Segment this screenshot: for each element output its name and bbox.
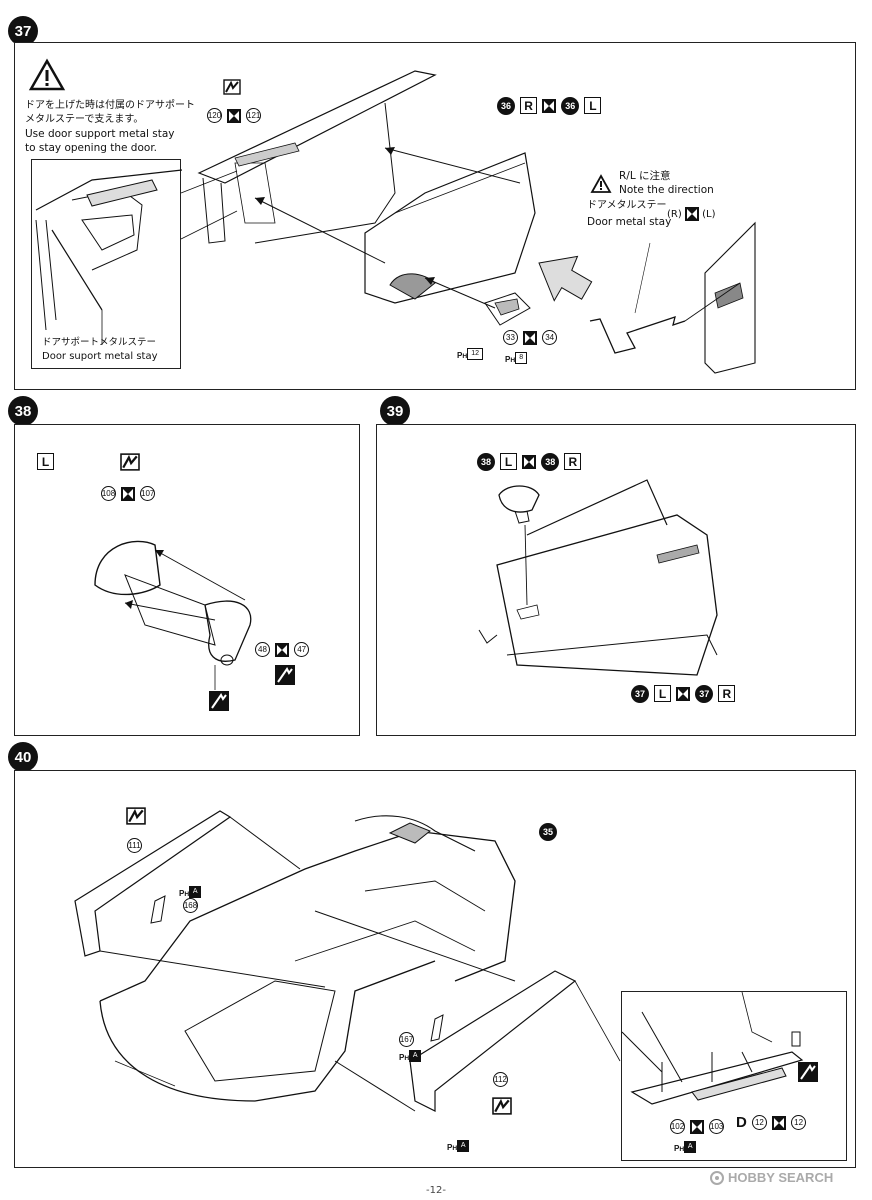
cement-icon <box>690 1119 705 1134</box>
inset-label-en: Door suport metal stay <box>42 351 158 362</box>
car-body-drawing <box>74 810 621 1112</box>
part-112: 112 <box>493 1069 508 1088</box>
part-111: 111 <box>127 835 142 854</box>
glue-icon <box>126 807 146 825</box>
parts-48-47: 48 47 <box>255 639 310 658</box>
step-37-panel: ドアを上げた時は付属のドアサポート メタルステーで支えます。 Use door … <box>14 42 856 390</box>
cement-icon <box>227 108 242 123</box>
glue-icon <box>120 453 140 471</box>
warning-icon <box>28 58 66 91</box>
watermark: HOBBY SEARCH <box>710 1170 833 1185</box>
part-167: 167 <box>399 1029 414 1048</box>
inset-skirt-drawing <box>621 991 804 1105</box>
parts-d-12-12: D 12 12 <box>736 1112 807 1131</box>
cement-icon <box>522 454 537 469</box>
part-168: 168 <box>183 895 198 914</box>
door-stay-inset: ドアサポートメタルステー Door suport metal stay <box>31 159 183 369</box>
cement-icon <box>772 1115 787 1130</box>
step-39-badge: 39 <box>380 396 410 426</box>
warning-icon <box>590 174 612 193</box>
parts-120-121: 120 121 <box>207 105 262 124</box>
door-drawing <box>197 70 756 374</box>
cement-icon <box>523 330 538 345</box>
cement-icon <box>684 207 699 221</box>
parts-33-34: 33 34 <box>503 327 558 346</box>
door-with-mirror-drawing <box>478 479 718 676</box>
step-38-badge: 38 <box>8 396 38 426</box>
mirror-drawing <box>94 540 252 690</box>
cement-icon <box>121 486 136 501</box>
warning-text-jp-2: メタルステーで支えます。 <box>25 114 144 125</box>
inset-door-drawing <box>35 169 183 345</box>
warning-text-en-2: to stay opening the door. <box>25 142 158 154</box>
paint-black-icon <box>209 691 229 711</box>
inset-label-jp: ドアサポートメタルステー <box>42 337 157 348</box>
parts-37-l-r: 37 L 37 R <box>631 683 736 703</box>
cement-icon <box>676 686 691 701</box>
step-37-badge: 37 <box>8 16 38 46</box>
door-metal-stay-jp: ドアメタルステー <box>587 200 667 211</box>
paint-black-icon <box>275 665 295 685</box>
cement-icon <box>542 98 557 113</box>
inset-leader-lines <box>180 170 238 240</box>
paint-black-icon <box>798 1062 818 1082</box>
parts-36-r-l: 36 R 36 L <box>497 95 602 115</box>
side-l-box: L <box>37 451 54 470</box>
r-l-direction: (R) (L) <box>667 207 716 221</box>
warning-text-jp: ドアを上げた時は付属のドアサポート <box>25 100 195 111</box>
part-35: 35 <box>539 821 557 841</box>
step-38-panel: L 108 107 48 47 <box>14 424 360 736</box>
glue-icon <box>223 79 241 95</box>
warning-text-en: Use door support metal stay <box>25 128 175 140</box>
hobby-search-logo-icon <box>710 1170 724 1185</box>
parts-108-107: 108 107 <box>101 483 156 502</box>
cement-icon <box>275 642 290 657</box>
step-40-badge: 40 <box>8 742 38 772</box>
parts-102-103: 102 103 <box>670 1116 725 1135</box>
glue-icon <box>492 1097 512 1115</box>
page-number: -12- <box>426 1185 446 1196</box>
note-direction-jp: R/L に注意 <box>619 170 671 182</box>
parts-38-l-r: 38 L 38 R <box>477 451 582 471</box>
note-direction-en: Note the direction <box>619 184 714 196</box>
door-metal-stay-en: Door metal stay <box>587 216 672 228</box>
step-39-panel: 38 L 38 R 37 L 37 R <box>376 424 856 736</box>
